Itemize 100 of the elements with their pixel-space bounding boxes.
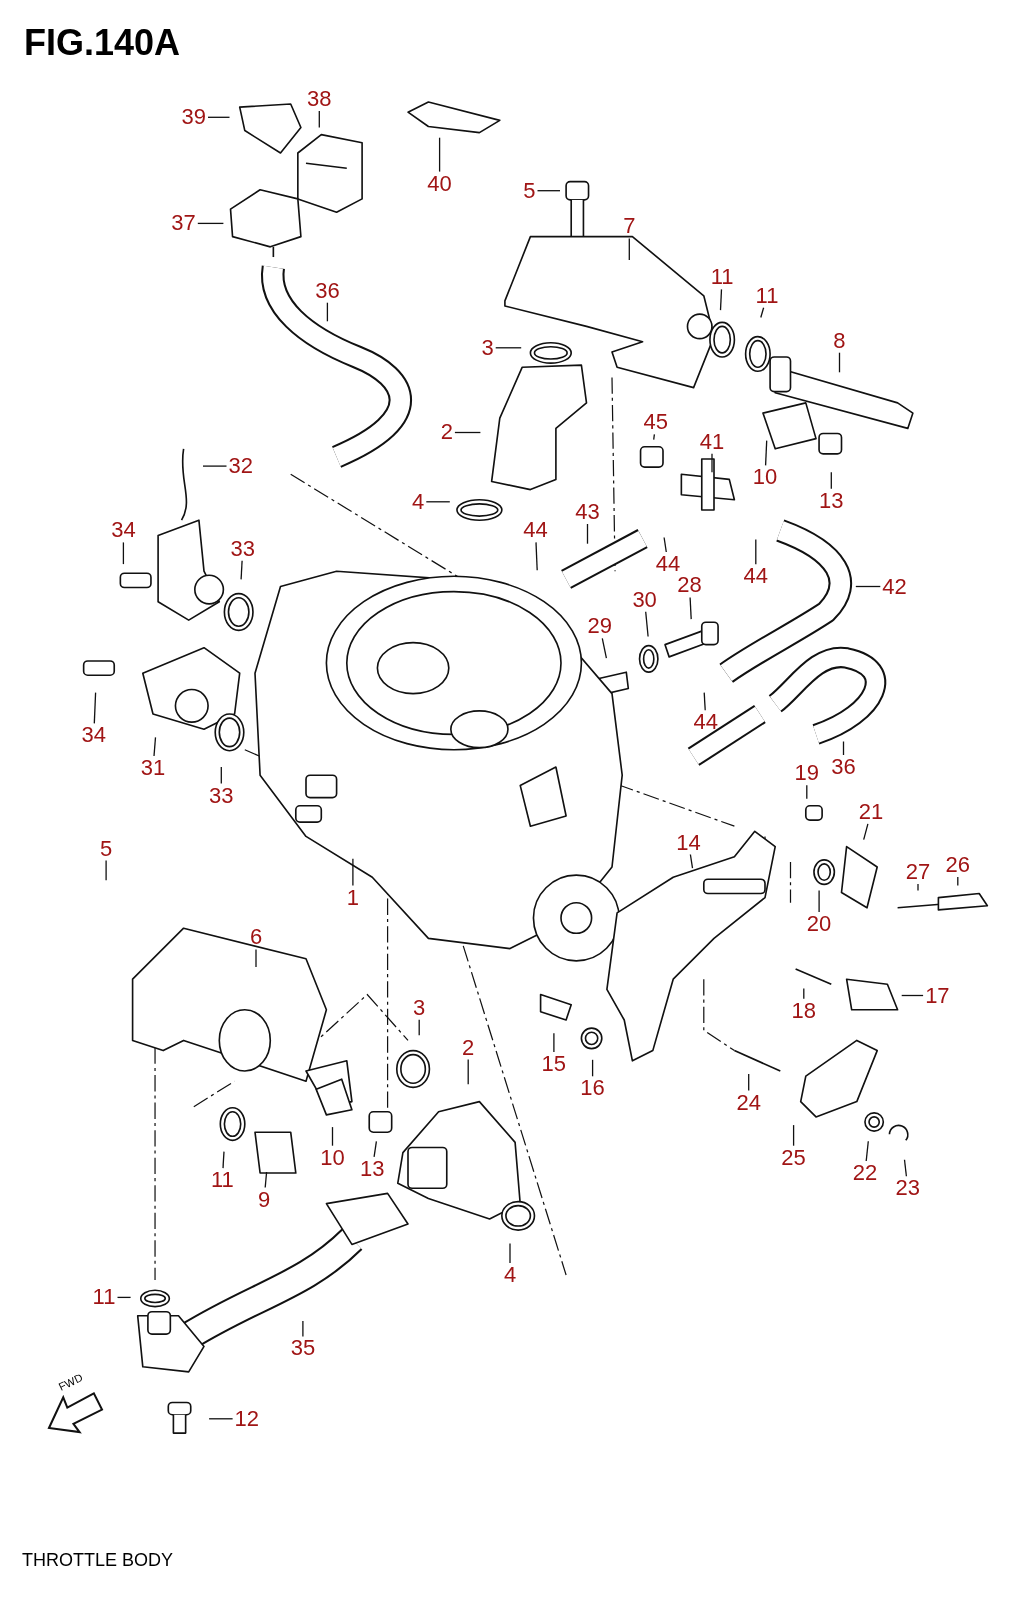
callout-number: 20 (804, 912, 834, 937)
callout-number: 27 (903, 860, 933, 885)
leader-line (509, 1242, 511, 1264)
leader-line (628, 237, 630, 261)
callout-number: 2 (438, 420, 455, 445)
leader-line (318, 110, 320, 129)
callout-number: 6 (247, 925, 265, 950)
callout-number: 41 (697, 429, 727, 454)
leader-line (830, 471, 832, 490)
callout-number: 15 (539, 1051, 569, 1076)
leader-line (748, 1073, 750, 1092)
callout-number: 5 (521, 178, 538, 203)
leader-line (105, 859, 107, 881)
leader-line (901, 994, 924, 997)
leader-line (197, 222, 225, 225)
leader-line (838, 352, 841, 373)
callout-number: 13 (358, 1156, 387, 1181)
callout-number: 3 (411, 995, 428, 1020)
leader-line (645, 611, 649, 638)
leader-line (302, 1320, 304, 1338)
leader-line (153, 736, 157, 757)
callout-number: 10 (750, 465, 780, 490)
leader-line (601, 637, 608, 659)
callout-number: 30 (630, 587, 659, 612)
leader-line (703, 691, 706, 711)
leader-line (760, 307, 765, 319)
callout-number: 4 (410, 489, 427, 514)
leader-line (331, 1126, 334, 1147)
leader-line (586, 523, 589, 545)
leader-line (806, 784, 808, 800)
callout-number: 36 (829, 755, 858, 780)
callout-number: 36 (313, 278, 342, 303)
callout-number: 34 (109, 518, 138, 543)
callout-number: 11 (753, 283, 781, 308)
callout-number: 44 (741, 564, 771, 589)
callout-number: 42 (880, 574, 909, 599)
leader-line (438, 137, 441, 173)
callout-number: 45 (641, 410, 671, 435)
callout-number: 5 (97, 836, 115, 861)
leader-line (208, 1418, 234, 1420)
callout-number: 29 (585, 614, 614, 639)
leader-line (903, 1159, 908, 1177)
callout-number: 13 (817, 488, 846, 513)
callout-number: 44 (691, 710, 721, 735)
leader-line (855, 585, 881, 588)
callout-number: 32 (226, 454, 255, 479)
callout-number: 19 (792, 761, 822, 786)
leader-line (240, 560, 243, 581)
leader-line (535, 541, 538, 571)
callout-number: 33 (228, 536, 257, 561)
leader-line (116, 1296, 132, 1299)
leader-line (553, 1032, 555, 1053)
leader-line (818, 889, 820, 913)
leader-line (454, 431, 482, 434)
leader-line (536, 190, 561, 192)
callout-number: 12 (232, 1406, 262, 1431)
callout-number: 8 (831, 328, 848, 353)
leader-line (495, 347, 522, 349)
leader-line (222, 1150, 225, 1169)
leader-line (865, 1140, 869, 1162)
callout-number: 40 (425, 171, 454, 196)
leader-line (689, 853, 694, 869)
callout-number: 16 (578, 1076, 607, 1101)
leader-line (93, 691, 97, 725)
callout-number: 10 (318, 1145, 347, 1170)
callout-number: 17 (923, 983, 952, 1008)
leader-line (220, 766, 222, 785)
leader-line (711, 453, 713, 473)
callout-number: 14 (674, 830, 703, 855)
callout-number: 7 (621, 214, 638, 239)
figure-title: FIG.140A (24, 22, 181, 64)
callout-number: 38 (305, 86, 334, 111)
callout-number: 44 (521, 518, 550, 543)
callout-number: 3 (479, 335, 496, 360)
callout-number: 21 (856, 799, 886, 824)
callout-number: 39 (179, 105, 209, 130)
callout-number: 24 (734, 1090, 763, 1115)
callout-number: 11 (208, 1168, 236, 1193)
leader-line (842, 740, 845, 756)
leader-line (264, 1171, 268, 1189)
leader-line (957, 876, 959, 887)
callout-number: 2 (460, 1035, 477, 1060)
callout-number: 11 (708, 265, 736, 290)
callout-number: 1 (344, 885, 362, 910)
figure-caption: THROTTLE BODY (22, 1550, 173, 1571)
callout-number: 4 (501, 1263, 519, 1287)
leader-line (326, 302, 329, 322)
callout-number: 37 (169, 211, 198, 236)
leader-line (663, 536, 667, 553)
leader-line (653, 433, 656, 441)
callout-number: 31 (138, 756, 168, 781)
leader-line (122, 541, 125, 565)
callout-number: 25 (779, 1145, 808, 1170)
callout-number: 22 (850, 1161, 880, 1185)
leader-line (207, 116, 231, 118)
callout-number: 18 (789, 998, 818, 1023)
direction-label: FWD (56, 1371, 85, 1393)
leader-line (755, 538, 757, 565)
leader-line (917, 883, 919, 892)
leader-line (764, 439, 768, 467)
